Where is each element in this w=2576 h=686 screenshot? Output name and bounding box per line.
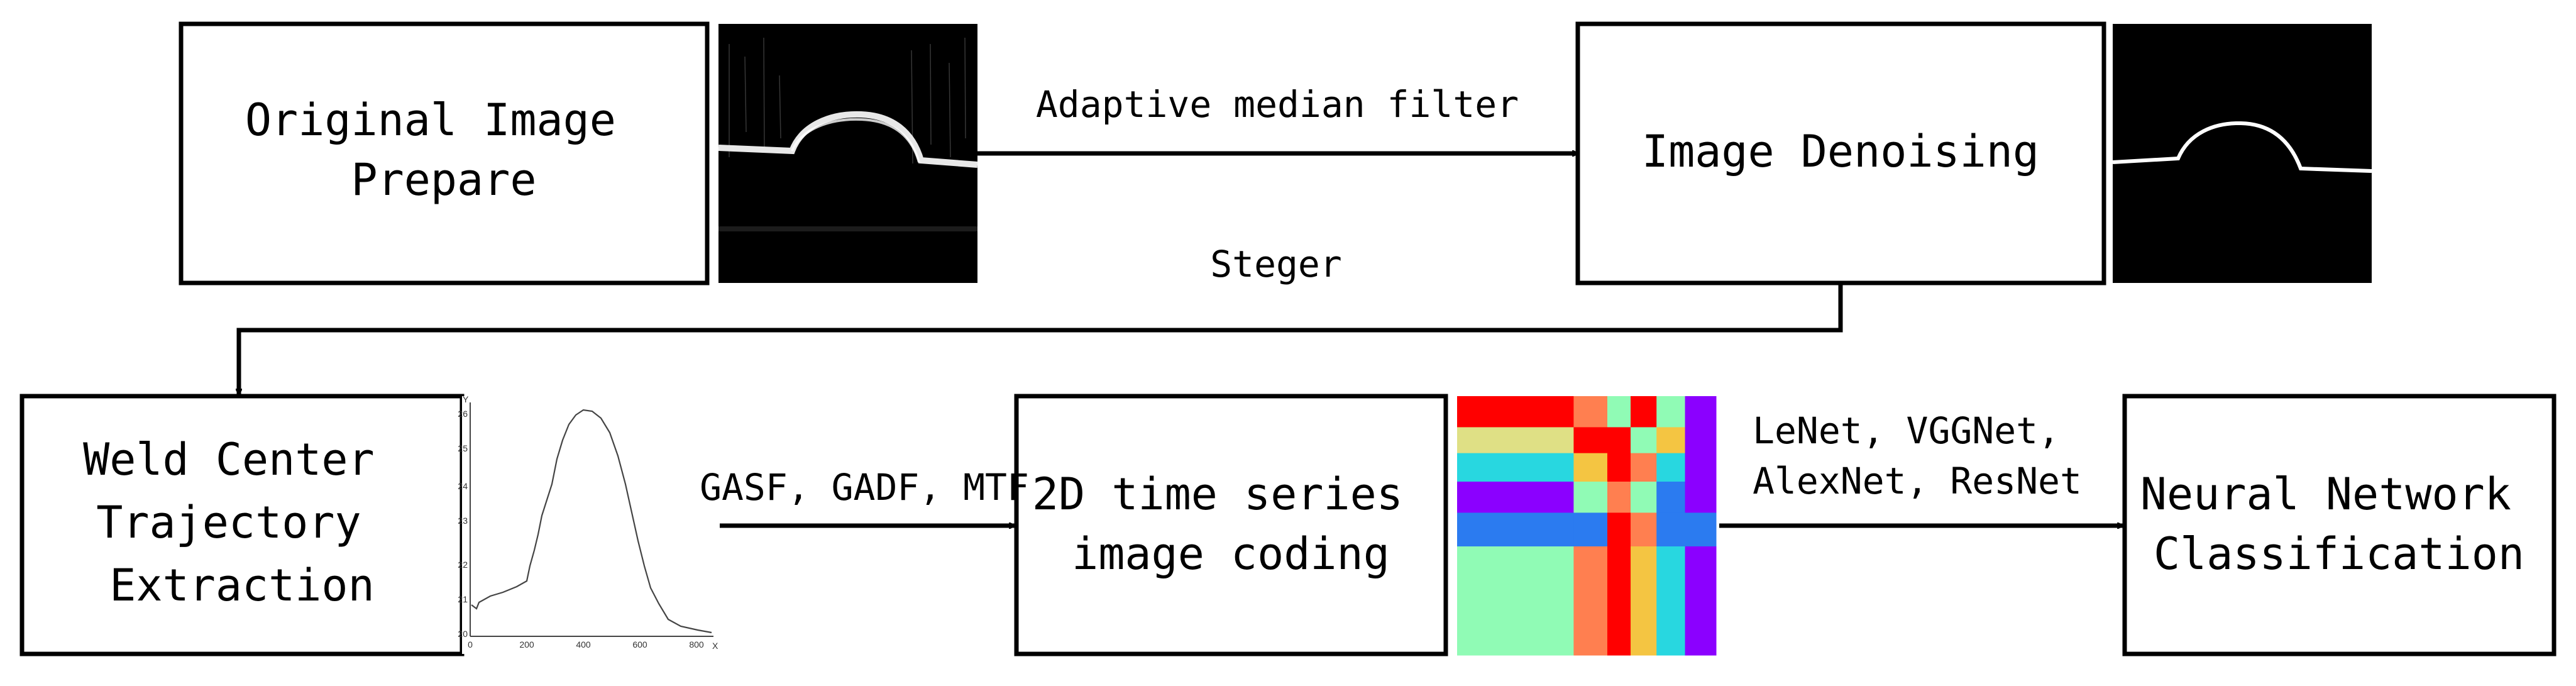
node-image-denoising: Image Denoising [1575, 21, 2106, 285]
encoded-cell [1656, 453, 1686, 482]
encoded-cell [1685, 396, 1717, 428]
svg-text:Original Image Prepare: Original Image Prepare [245, 94, 642, 206]
encoded-cell [1607, 427, 1631, 454]
encoded-cell [1607, 481, 1631, 513]
svg-text:400: 400 [576, 639, 591, 650]
encoded-cell [1685, 546, 1717, 656]
node-time-series-coding: 2D time series image coding [1014, 394, 1448, 656]
arrow-steger [239, 283, 1843, 394]
encoded-cell [1607, 512, 1631, 547]
trajectory-plot: Y X 20 21 22 23 24 25 26 0 200 400 600 8… [458, 394, 720, 654]
y-tick-labels: 20 21 22 23 24 25 26 [458, 409, 468, 639]
svg-text:X: X [712, 641, 718, 651]
encoded-cell [1631, 546, 1657, 656]
svg-text:Neural Network Classific: Neural Network Classification [2140, 468, 2538, 580]
encoded-cell [1607, 453, 1631, 482]
denoised-weld-image [2112, 24, 2372, 283]
encoded-cell [1573, 546, 1608, 656]
edge-label-networks: LeNet, VGGNet, AlexNet, ResNet [1753, 409, 2082, 502]
edge-label-encodings: GASF, GADF, MTF [700, 466, 1029, 509]
encoded-cell [1685, 453, 1717, 482]
svg-text:21: 21 [458, 594, 468, 604]
encoded-cell [1656, 512, 1686, 547]
x-tick-labels: 0 200 400 600 800 [468, 639, 704, 650]
encoded-cell [1631, 453, 1657, 482]
encoded-cell [1573, 427, 1608, 454]
encoded-cell [1685, 481, 1717, 513]
encoded-cell [1607, 546, 1631, 656]
svg-text:26: 26 [458, 409, 468, 419]
svg-text:200: 200 [519, 639, 534, 650]
encoded-cell [1457, 546, 1574, 656]
encoded-cell [1685, 512, 1717, 547]
encoded-cell [1631, 481, 1657, 513]
raw-weld-image [718, 24, 978, 283]
svg-text:23: 23 [458, 516, 468, 526]
svg-text:Image Denoising: Image Denoising [1642, 126, 2039, 177]
encoded-cell [1607, 396, 1631, 428]
svg-text:20: 20 [458, 629, 468, 639]
node-original-image: Original Image Prepare [179, 21, 710, 285]
trajectory-curve [471, 409, 712, 634]
encoded-cell [1656, 396, 1686, 428]
encoded-cell [1573, 512, 1608, 547]
encoded-cell [1573, 396, 1608, 428]
svg-text:24: 24 [458, 481, 468, 491]
svg-text:Weld Center Trajectory: Weld Center Trajectory Extraction [83, 434, 401, 611]
encoded-cell [1573, 453, 1608, 482]
svg-text:600: 600 [632, 639, 647, 650]
encoded-cell [1457, 427, 1574, 454]
encoded-cell [1685, 427, 1717, 454]
edge-label-filter: Adaptive median filter [1036, 83, 1519, 126]
encoded-cell [1457, 396, 1574, 428]
encoded-cell [1631, 512, 1657, 547]
encoded-cell [1656, 546, 1686, 656]
encoded-cell [1656, 481, 1686, 513]
encoded-cell [1457, 512, 1574, 547]
encoded-cell [1656, 427, 1686, 454]
encoded-image [1457, 396, 1717, 656]
edge-label-steger: Steger [1210, 243, 1342, 285]
svg-text:0: 0 [468, 639, 473, 650]
encoded-cell [1631, 396, 1657, 428]
svg-text:800: 800 [689, 639, 704, 650]
svg-text:2D time series image cod: 2D time series image coding [1032, 468, 1429, 580]
encoded-cell [1573, 481, 1608, 513]
svg-text:Y: Y [463, 394, 469, 404]
node-neural-network: Neural Network Classification [2122, 394, 2557, 656]
encoded-cell [1631, 427, 1657, 454]
node-weld-center: Weld Center Trajectory Extraction [19, 394, 465, 656]
encoded-cell [1457, 481, 1574, 513]
encoded-cell [1457, 453, 1574, 482]
svg-text:22: 22 [458, 560, 468, 570]
svg-text:25: 25 [458, 443, 468, 453]
